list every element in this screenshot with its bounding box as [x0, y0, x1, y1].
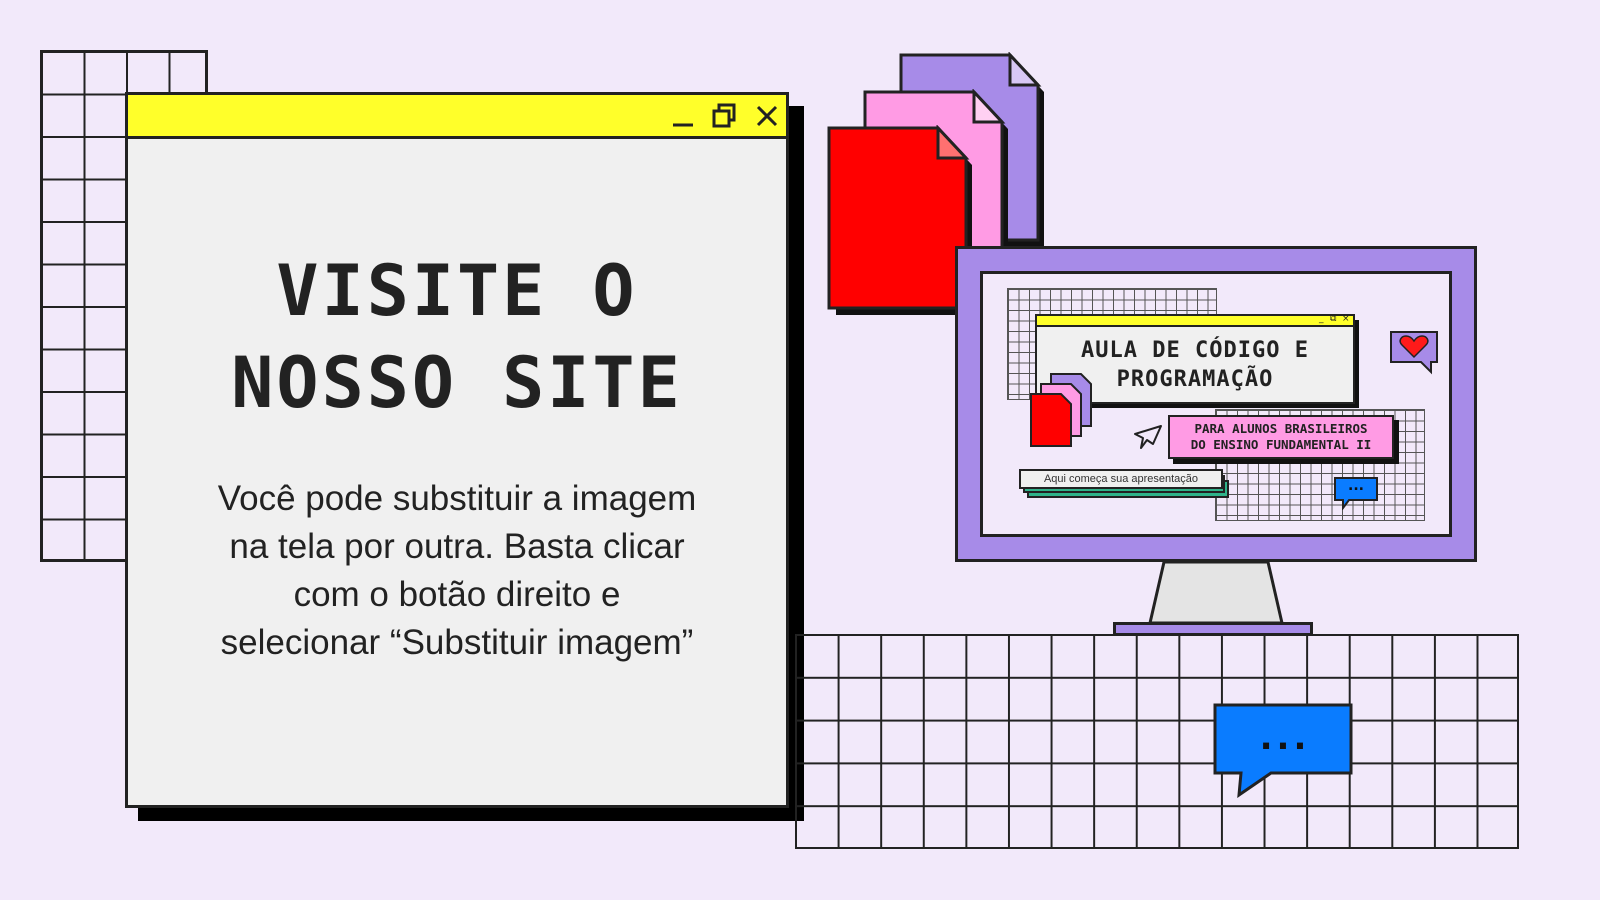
monitor-stand-neck: [1148, 561, 1284, 623]
mini-title-bar: _ ⧉ ×: [1037, 314, 1353, 327]
window-title-bar[interactable]: [128, 95, 786, 139]
document-icon-red: [827, 125, 972, 315]
mini-subtitle-line-2: DO ENSINO FUNDAMENTAL II: [1190, 437, 1372, 452]
title-line-1: VISITE O: [276, 250, 638, 332]
page-title: VISITE O NOSSO SITE: [128, 245, 786, 429]
main-window: VISITE O NOSSO SITE Você pode substituir…: [125, 92, 789, 808]
heart-icon: [1390, 331, 1438, 375]
cursor-arrow-icon: [1134, 425, 1162, 449]
body-line-3: com o botão direito e: [293, 575, 621, 614]
close-icon[interactable]: [752, 101, 782, 131]
mini-restore-icon: ⧉: [1330, 314, 1337, 324]
monitor-stand-base: [1113, 622, 1313, 636]
mini-title-line-2: PROGRAMAÇÃO: [1116, 367, 1274, 392]
mini-chat-bubble-icon: [1334, 477, 1378, 510]
chat-bubble-dots: ...: [1259, 718, 1311, 758]
decorative-grid-bottom: [795, 634, 1519, 849]
chat-bubble-icon: [1213, 703, 1353, 798]
mini-caption-box: Aqui começa sua apresentação: [1019, 469, 1223, 489]
mini-chat-dots: ...: [1348, 478, 1364, 494]
mini-window: _ ⧉ × AULA DE CÓDIGO E PROGRAMAÇÃO: [1035, 314, 1355, 404]
minimize-icon[interactable]: [668, 101, 698, 131]
mini-close-icon: ×: [1342, 314, 1350, 324]
body-text: Você pode substituir a imagem na tela po…: [168, 475, 746, 667]
mini-document-icon-red: [1030, 393, 1072, 447]
body-line-1: Você pode substituir a imagem: [217, 479, 697, 518]
monitor: _ ⧉ × AULA DE CÓDIGO E PROGRAMAÇÃO: [955, 246, 1477, 562]
mini-minimize-icon: _: [1319, 314, 1324, 324]
mini-title-line-1: AULA DE CÓDIGO E: [1081, 338, 1309, 363]
body-line-2: na tela por outra. Basta clicar: [229, 527, 685, 566]
body-line-4: selecionar “Substituir imagem”: [220, 623, 694, 662]
mini-subtitle: PARA ALUNOS BRASILEIROS DO ENSINO FUNDAM…: [1168, 415, 1394, 459]
mini-subtitle-line-1: PARA ALUNOS BRASILEIROS: [1194, 421, 1368, 436]
monitor-screen[interactable]: _ ⧉ × AULA DE CÓDIGO E PROGRAMAÇÃO: [980, 271, 1452, 537]
title-line-2: NOSSO SITE: [231, 342, 683, 424]
mini-title: AULA DE CÓDIGO E PROGRAMAÇÃO: [1037, 336, 1353, 394]
restore-icon[interactable]: [710, 101, 740, 131]
